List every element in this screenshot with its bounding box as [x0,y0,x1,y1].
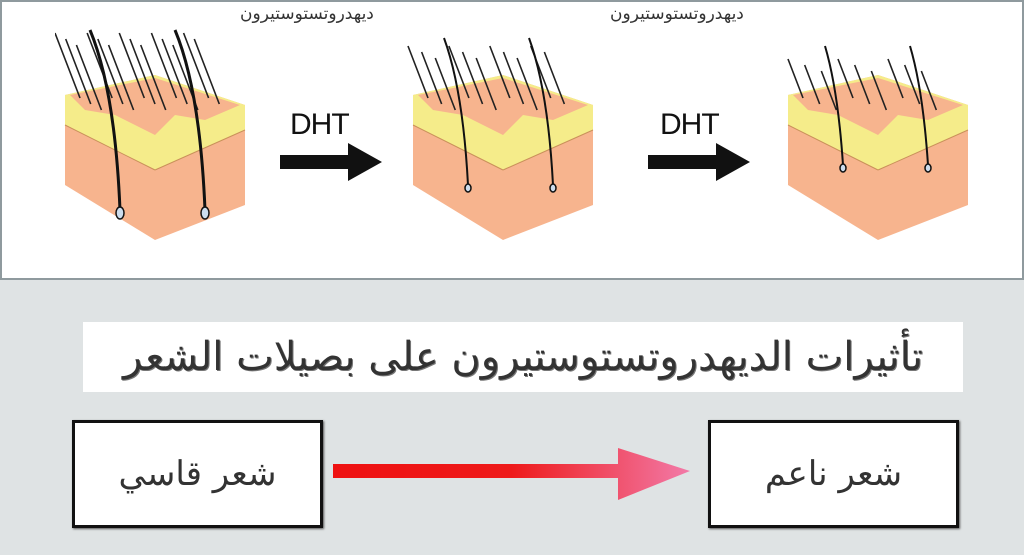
hair-strand [193,38,221,105]
transition-arrow-icon [333,448,690,500]
hair-follicle [528,37,554,186]
hair-strand [448,45,470,99]
hair-strand [161,38,188,105]
dht-label-1: DHT [290,108,350,141]
hair-follicle [173,29,207,211]
arrow-right-icon [648,143,750,181]
skin-block-miniaturized [787,45,969,240]
hair-follicle [909,45,929,166]
hair-strand [803,64,821,105]
hair-strand [139,44,167,111]
hair-strand [543,51,566,105]
hair-strand [182,32,210,99]
hair-strand [787,58,804,99]
stage-label-1: ديهدروتستوستيرون [240,4,374,24]
hair-strand [920,70,938,111]
hair-strand [475,57,497,111]
hair-strand [434,57,457,111]
dht-label-2: DHT [660,108,720,141]
arrow-right-icon [280,143,382,181]
hair-strand [489,45,511,99]
hair-strand [903,64,921,105]
hair-follicle [443,37,469,186]
hair-follicle [824,45,844,166]
diagram-title: تأثيرات الديهدروتستوستيرون على بصيلات ال… [83,322,963,392]
skin-block-healthy [55,29,246,240]
hair-strand [502,51,525,105]
hair-strand [870,70,888,111]
hair-strand [820,70,838,111]
fine-hair-box: شعر ناعم [708,420,959,528]
coarse-hair-box: شعر قاسي [72,420,323,528]
hair-strand [461,51,484,105]
hair-follicle [88,29,122,211]
hair-strand [887,58,904,99]
hair-strand [64,38,92,105]
hair-strand [75,44,103,111]
hair-strand [420,51,443,105]
hair-strand [97,38,124,105]
hair-strand [150,32,178,99]
hair-strand [107,44,135,111]
hair-strand [118,32,146,99]
hair-strand [516,57,538,111]
hair-strand [853,64,871,105]
hair-strand [407,45,429,99]
hair-strand [129,38,156,105]
skin-block-thinning [407,37,594,240]
hair-strand [837,58,854,99]
hair-strand [55,32,81,99]
stage-label-2: ديهدروتستوستيرون [610,4,744,24]
